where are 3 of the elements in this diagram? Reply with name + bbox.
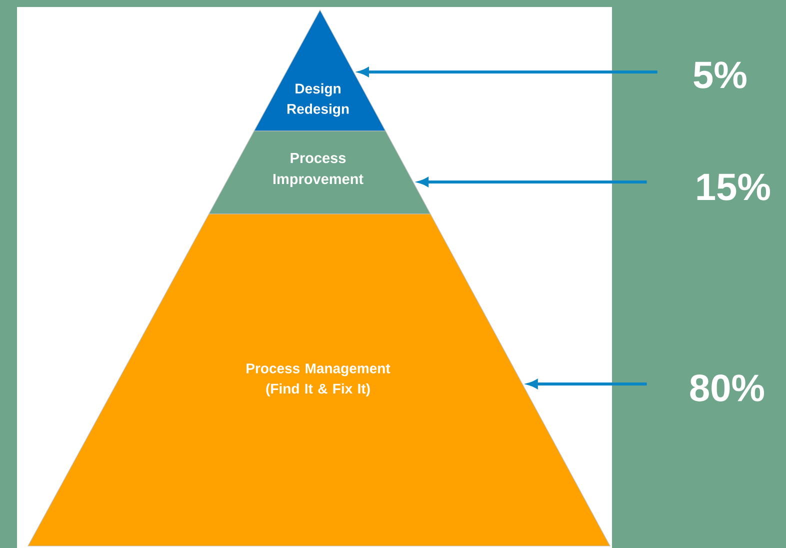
percent-label: 5% <box>694 62 746 88</box>
percent-label: 15% <box>697 174 770 200</box>
percent-label: 80% <box>690 374 764 402</box>
